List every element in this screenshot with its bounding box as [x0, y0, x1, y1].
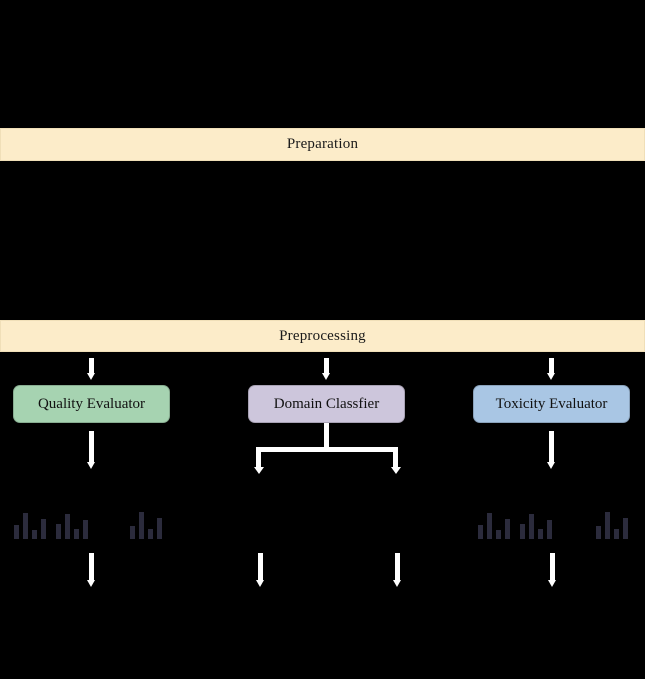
bar-chart-icon	[14, 505, 46, 539]
fork-connector-domain-classfier	[248, 423, 405, 474]
arrow-bottom-quality	[87, 553, 96, 587]
module-label-domain-classfier: Domain Classfier	[273, 395, 380, 412]
arrow-preprocessing-to-quality	[87, 358, 96, 380]
stage-banner-preprocessing: Preprocessing	[0, 320, 645, 352]
arrow-shaft	[395, 553, 400, 580]
fork-rail	[256, 447, 398, 452]
arrow-head	[256, 580, 264, 587]
arrow-shaft	[324, 358, 329, 373]
bar-chart-icon	[596, 505, 628, 539]
arrow-head	[322, 373, 330, 380]
arrow-shaft	[89, 431, 94, 462]
arrow-quality-to-histograms	[87, 431, 96, 469]
arrow-shaft	[549, 431, 554, 462]
arrow-bottom-domain-left	[256, 553, 265, 587]
bar-chart-icon	[130, 505, 162, 539]
fork-arrow-head-right	[390, 467, 401, 474]
stage-banner-preparation: Preparation	[0, 128, 645, 161]
arrow-bottom-domain-right	[393, 553, 402, 587]
bar-chart-icon	[56, 505, 88, 539]
fork-arrow-head-left	[253, 467, 264, 474]
arrow-preprocessing-to-toxicity	[547, 358, 556, 380]
module-label-toxicity-evaluator: Toxicity Evaluator	[495, 395, 608, 412]
arrow-toxicity-to-histograms	[547, 431, 556, 469]
arrow-shaft	[89, 553, 94, 580]
arrow-head	[87, 580, 95, 587]
bar-chart-icon	[520, 505, 552, 539]
module-label-quality-evaluator: Quality Evaluator	[37, 395, 146, 412]
stage-label-preparation: Preparation	[286, 136, 359, 152]
bar-chart-icon	[478, 505, 510, 539]
arrow-shaft	[550, 553, 555, 580]
module-box-toxicity-evaluator[interactable]: Toxicity Evaluator	[473, 385, 630, 423]
arrow-head	[87, 373, 95, 380]
arrow-head	[548, 580, 556, 587]
fork-stem	[324, 423, 329, 449]
arrow-head	[87, 462, 95, 469]
arrow-head	[547, 462, 555, 469]
arrow-head	[547, 373, 555, 380]
arrow-shaft	[549, 358, 554, 373]
arrow-shaft	[89, 358, 94, 373]
arrow-preprocessing-to-domain	[322, 358, 331, 380]
module-box-quality-evaluator[interactable]: Quality Evaluator	[13, 385, 170, 423]
arrow-shaft	[258, 553, 263, 580]
stage-label-preprocessing: Preprocessing	[279, 327, 366, 344]
fork-leg-left	[256, 447, 261, 470]
arrow-head	[393, 580, 401, 587]
module-box-domain-classfier[interactable]: Domain Classfier	[248, 385, 405, 423]
fork-leg-right	[393, 447, 398, 470]
arrow-bottom-toxicity	[548, 553, 557, 587]
